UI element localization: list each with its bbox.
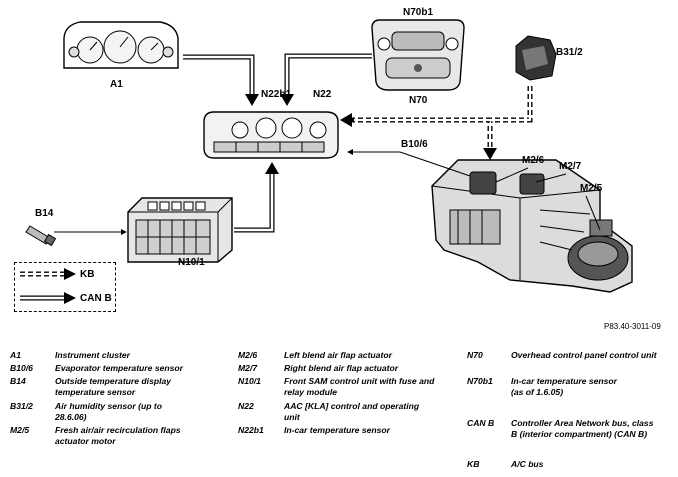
label-a1: A1 xyxy=(110,79,123,90)
legend-code: B31/2 xyxy=(10,401,33,411)
legend-code: B14 xyxy=(10,376,26,386)
legend-code: KB xyxy=(467,459,480,469)
wiring-diagram: A1 N70b1 N70 B31/2 N22b1 N22 B10/6 M2/6 … xyxy=(14,7,661,331)
legend-desc: Air humidity sensor (up to 28.6.06) xyxy=(55,401,162,422)
legend-desc: A/C bus xyxy=(511,459,544,469)
legend-desc: Instrument cluster xyxy=(55,350,130,360)
legend-code: M2/5 xyxy=(10,425,30,435)
legend-code: N70b1 xyxy=(467,376,493,386)
legend: A1 Instrument cluster B10/6 Evaporator t… xyxy=(0,350,678,477)
label-m2-6: M2/6 xyxy=(522,155,545,166)
legend-desc: Overhead control panel control unit xyxy=(511,350,657,360)
label-n22b1: N22b1 xyxy=(261,89,292,100)
key-can-b-label: CAN B xyxy=(80,293,112,304)
label-m2-5: M2/5 xyxy=(580,183,603,194)
climate-control-unit-icon xyxy=(203,111,339,159)
legend-desc: Front SAM control unit with fuse and rel… xyxy=(284,376,435,397)
legend-code: M2/6 xyxy=(238,350,258,360)
legend-code: N10/1 xyxy=(238,376,261,386)
legend-code: N22 xyxy=(238,401,254,411)
instrument-cluster-icon xyxy=(63,21,179,69)
label-b14: B14 xyxy=(35,208,54,219)
signal-lines xyxy=(54,149,601,235)
humidity-sensor-icon xyxy=(515,35,557,81)
kb-bus-arrowheads xyxy=(340,113,497,160)
label-m2-7: M2/7 xyxy=(559,161,582,172)
legend-desc: Fresh air/air recirculation flaps actuat… xyxy=(55,425,181,446)
sam-control-unit-icon xyxy=(127,197,233,263)
legend-desc: In-car temperature sensor xyxy=(284,425,391,435)
legend-code: N70 xyxy=(467,350,483,360)
label-b31-2: B31/2 xyxy=(556,47,583,58)
figure-reference: P83.40-3011-09 xyxy=(604,322,661,331)
legend-code: N22b1 xyxy=(238,425,264,435)
legend-desc: Left blend air flap actuator xyxy=(284,350,392,360)
legend-desc: Outside temperature display temperature … xyxy=(55,376,172,397)
overhead-control-panel-icon xyxy=(371,19,465,91)
legend-desc: AAC [KLA] control and operating unit xyxy=(284,401,420,422)
diagram-drawing xyxy=(25,19,633,293)
label-n22: N22 xyxy=(313,89,332,100)
legend-desc: Controller Area Network bus, class B (in… xyxy=(511,418,654,439)
legend-code: A1 xyxy=(10,350,21,360)
legend-desc: Evaporator temperature sensor xyxy=(55,363,183,373)
legend-code: M2/7 xyxy=(238,363,258,373)
can-b-connections xyxy=(183,53,372,233)
can-b-arrowheads xyxy=(245,94,294,174)
label-b10-6: B10/6 xyxy=(401,139,428,150)
label-n10-1: N10/1 xyxy=(178,257,205,268)
legend-desc: Right blend air flap actuator xyxy=(284,363,399,373)
hvac-housing-icon xyxy=(431,159,633,293)
key-kb-label: KB xyxy=(80,269,95,280)
legend-code: B10/6 xyxy=(10,363,33,373)
label-n70: N70 xyxy=(409,95,428,106)
legend-code: CAN B xyxy=(467,418,495,428)
legend-desc: In-car temperature sensor (as of 1.6.05) xyxy=(511,376,618,397)
label-n70b1: N70b1 xyxy=(403,7,434,18)
outside-temperature-sensor-icon xyxy=(25,225,57,247)
line-key-box xyxy=(14,262,116,312)
kb-bus-connections xyxy=(350,86,533,148)
